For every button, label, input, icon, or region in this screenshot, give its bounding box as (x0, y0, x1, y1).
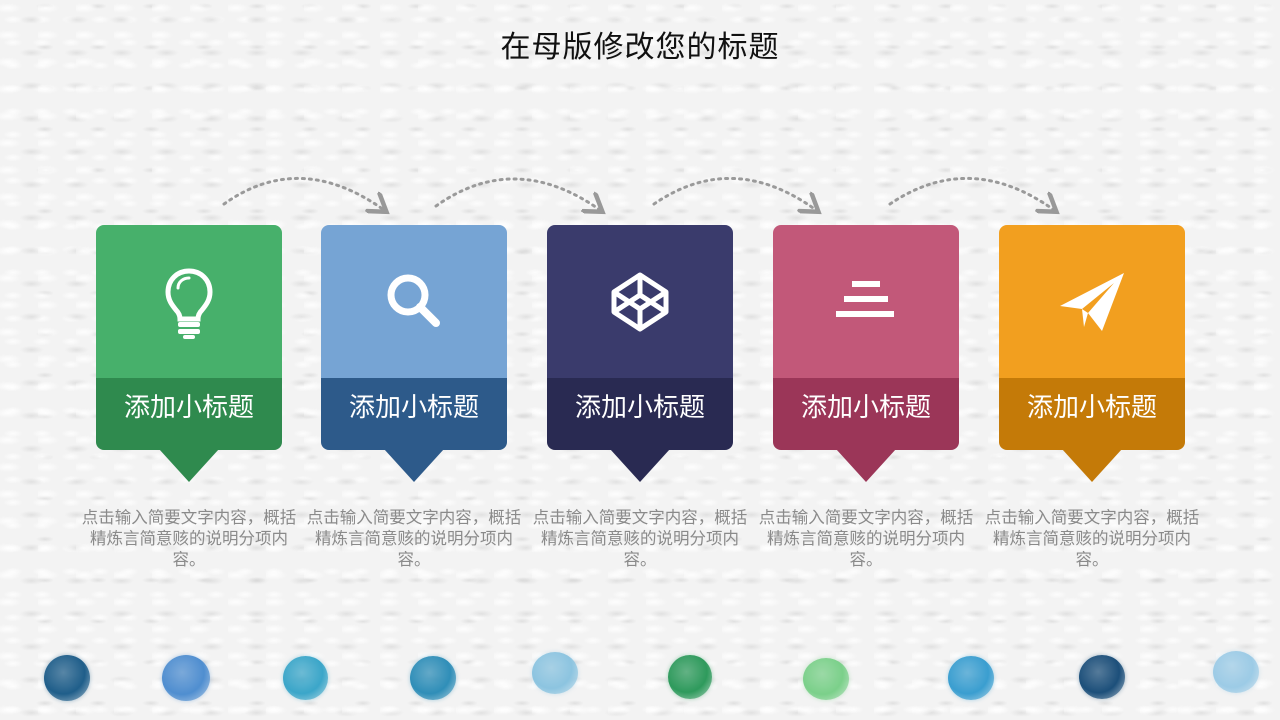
card-1-label: 添加小标题 (123, 393, 254, 423)
flow-arrows (222, 177, 1280, 240)
watercolor-dot (1213, 651, 1259, 693)
flow-arrow-2 (434, 177, 600, 210)
card-2-label: 添加小标题 (348, 393, 479, 423)
card-4-header (773, 225, 959, 378)
flow-arrow-4 (888, 177, 1054, 210)
watercolor-dot (948, 656, 994, 700)
watercolor-dot (532, 652, 578, 694)
codepen-cube-icon (611, 272, 669, 332)
flow-arrow-3 (652, 177, 816, 210)
page-title: 在母版修改您的标题 (500, 30, 780, 65)
card-3-pointer (610, 449, 670, 482)
watercolor-dot (44, 655, 90, 701)
card-5-label: 添加小标题 (1026, 393, 1157, 423)
card-1-footer: 添加小标题 (96, 378, 282, 450)
card-3-footer: 添加小标题 (547, 378, 733, 450)
paper-plane-icon (1060, 273, 1124, 331)
search-icon (387, 274, 440, 327)
card-2-footer: 添加小标题 (321, 378, 507, 450)
flow-arrow-1 (222, 177, 384, 210)
align-center-icon (836, 281, 894, 317)
card-4-label: 添加小标题 (800, 393, 931, 423)
watercolor-dot (803, 658, 849, 700)
card-4-footer: 添加小标题 (773, 378, 959, 450)
card-1[interactable]: 添加小标题 (96, 225, 282, 483)
card-1-description: 点击输入简要文字内容，概括精炼言简意赅的说明分项内容。 (81, 508, 297, 569)
card-5[interactable]: 添加小标题 (999, 225, 1185, 483)
card-2-pointer (384, 449, 444, 482)
card-5-description: 点击输入简要文字内容，概括精炼言简意赅的说明分项内容。 (984, 508, 1200, 569)
card-5-footer: 添加小标题 (999, 378, 1185, 450)
card-4-description: 点击输入简要文字内容，概括精炼言简意赅的说明分项内容。 (758, 508, 974, 569)
card-3-header (547, 225, 733, 378)
watercolor-dot (1079, 655, 1125, 699)
card-3-label: 添加小标题 (574, 393, 705, 423)
watercolor-dot (410, 656, 456, 700)
watercolor-dot (283, 656, 328, 700)
watercolor-dot (668, 655, 712, 699)
card-1-header (96, 225, 282, 378)
card-2[interactable]: 添加小标题 (321, 225, 507, 483)
card-2-header (321, 225, 507, 378)
card-2-description: 点击输入简要文字内容，概括精炼言简意赅的说明分项内容。 (306, 508, 522, 569)
card-3[interactable]: 添加小标题 (547, 225, 733, 483)
lightbulb-icon (165, 268, 213, 339)
watercolor-dot (162, 655, 210, 701)
card-1-pointer (159, 449, 219, 482)
card-4-pointer (836, 449, 896, 482)
card-5-pointer (1062, 449, 1122, 482)
card-4[interactable]: 添加小标题 (773, 225, 959, 483)
card-5-header (999, 225, 1185, 378)
card-3-description: 点击输入简要文字内容，概括精炼言简意赅的说明分项内容。 (532, 508, 748, 569)
